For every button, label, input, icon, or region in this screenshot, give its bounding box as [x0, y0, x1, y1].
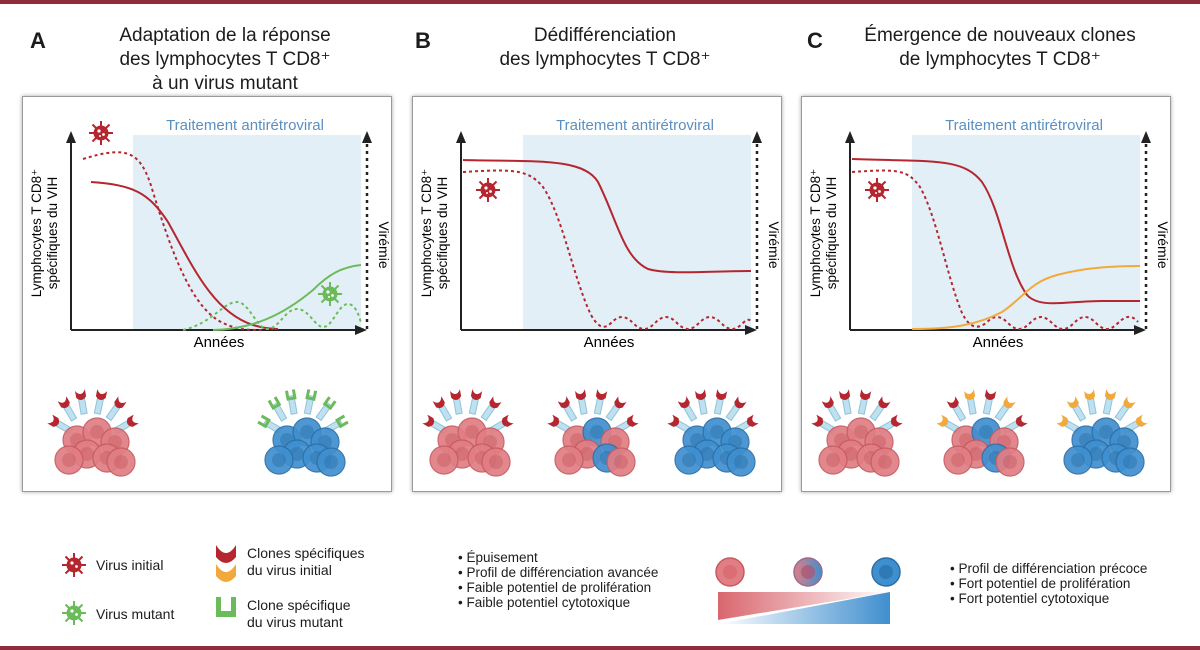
- panel-a: Traitement antirétroviral Lymphocytes T …: [22, 96, 392, 492]
- trait-high-proliferation: Fort potentiel de prolifération: [950, 576, 1147, 591]
- cell-cluster-differentiated: [422, 389, 514, 477]
- panel-a-title: Adaptation de la réponse des lymphocytes…: [70, 24, 380, 96]
- panel-b-diagram: Traitement antirétroviral Lymphocytes T …: [419, 117, 782, 477]
- y-axis-label-line-2: spécifiques du VIH: [45, 177, 60, 290]
- trait-low-cytotoxicity: Faible potentiel cytotoxique: [458, 595, 658, 610]
- viremia-label: Virémie: [1155, 221, 1171, 268]
- legend-virus-mutant-icon: [62, 601, 86, 625]
- panel-b-title-line-1: Dédifférenciation: [533, 25, 677, 46]
- initial-clone-response-curve: [851, 158, 1140, 305]
- y-axis: [456, 131, 466, 330]
- viremia-axis: [362, 131, 372, 329]
- viremia-axis: [752, 131, 762, 329]
- panel-c-title: Émergence de nouveaux clones de lymphocy…: [840, 24, 1160, 72]
- y-axis-label-line-2: spécifiques du VIH: [435, 177, 450, 290]
- viremia-axis: [1141, 131, 1151, 329]
- treatment-label: Traitement antirétroviral: [556, 117, 714, 134]
- legend-differentiated-traits: Épuisement Profil de différenciation ava…: [458, 550, 658, 610]
- cell-cluster-transitioning: [547, 389, 639, 477]
- panel-b-title-line-2: des lymphocytes T CD8⁺: [499, 49, 711, 70]
- treatment-period: [523, 135, 751, 331]
- panel-c-title-line-2: de lymphocytes T CD8⁺: [899, 49, 1101, 70]
- trait-exhaustion: Épuisement: [458, 550, 658, 565]
- trait-low-proliferation: Faible potentiel de prolifération: [458, 580, 658, 595]
- trait-high-cytotoxicity: Fort potentiel cytotoxique: [950, 591, 1147, 606]
- panel-a-title-line-1: Adaptation de la réponse: [119, 25, 331, 46]
- mutant-virus-viremia-curve: [182, 300, 362, 331]
- legend-early-traits: Profil de différenciation précoce Fort p…: [950, 561, 1147, 606]
- viremia-label: Virémie: [376, 221, 392, 268]
- legend-virus-mutant-label: Virus mutant: [96, 606, 175, 622]
- cell-cluster-mutant-clones: [257, 389, 349, 477]
- cell-cluster-initial-clones: [811, 389, 903, 477]
- y-axis-label-line-2: spécifiques du VIH: [824, 177, 839, 290]
- panel-b-title: Dédifférenciation des lymphocytes T CD8⁺: [455, 24, 755, 72]
- legend-cell-red: [715, 557, 745, 587]
- viremia-label: Virémie: [766, 221, 782, 268]
- x-axis: [461, 325, 757, 335]
- y-axis-label-line-1: Lymphocytes T CD8⁺: [808, 169, 823, 297]
- panel-c-letter: C: [807, 28, 823, 53]
- legend-gradient-red-wedge: [718, 592, 890, 620]
- trait-advanced-differentiation: Profil de différenciation avancée: [458, 565, 658, 580]
- treatment-period: [133, 135, 361, 331]
- initial-clone-response-curve: [90, 181, 279, 330]
- treatment-label: Traitement antirétroviral: [166, 117, 324, 134]
- treatment-period: [912, 135, 1140, 331]
- top-border: [0, 0, 1200, 4]
- legend-clones-initial-label: Clones spécifiques du virus initial: [247, 545, 365, 579]
- panel-b: Traitement antirétroviral Lymphocytes T …: [412, 96, 782, 492]
- x-axis-label: Années: [194, 334, 245, 351]
- bottom-border: [0, 646, 1200, 650]
- cell-cluster-new-clones: [1056, 389, 1148, 477]
- virus-initial-icon: [865, 178, 889, 202]
- cell-cluster-dedifferentiated: [667, 389, 759, 477]
- treatment-label: Traitement antirétroviral: [945, 117, 1103, 134]
- legend-clone-mutant-line-2: du virus mutant: [247, 614, 343, 630]
- virus-initial-icon: [476, 178, 500, 202]
- mutant-clone-response-curve: [212, 264, 362, 331]
- panel-a-title-line-3: à un virus mutant: [152, 73, 298, 94]
- legend-gradient-blue-wedge: [718, 592, 890, 624]
- legend-virus-initial-label: Virus initial: [96, 557, 164, 573]
- legend-cell-intermediate: [793, 557, 823, 587]
- x-axis-label: Années: [973, 334, 1024, 351]
- y-axis: [66, 131, 76, 330]
- panel-a-diagram: Traitement antirétroviral Lymphocytes T …: [29, 117, 392, 477]
- panel-a-letter: A: [30, 28, 46, 53]
- trait-early-differentiation: Profil de différenciation précoce: [950, 561, 1147, 576]
- panel-c: Traitement antirétroviral Lymphocytes T …: [801, 96, 1171, 492]
- y-axis-label-line-1: Lymphocytes T CD8⁺: [419, 169, 434, 297]
- legend-virus-initial-icon: [62, 553, 86, 577]
- legend-clones-initial-line-1: Clones spécifiques: [247, 545, 365, 561]
- legend-receptor-red-icon: [216, 545, 236, 563]
- virus-mutant-icon: [318, 282, 342, 306]
- x-axis: [850, 325, 1146, 335]
- cell-cluster-initial-clones: [47, 389, 139, 477]
- viremia-curve: [462, 169, 752, 330]
- legend-cell-blue: [871, 557, 901, 587]
- panel-c-title-line-1: Émergence de nouveaux clones: [864, 25, 1136, 46]
- y-axis-label-line-1: Lymphocytes T CD8⁺: [29, 169, 44, 297]
- legend-receptor-green-icon: [216, 597, 236, 617]
- virus-initial-icon: [89, 121, 113, 145]
- legend-clones-initial-line-2: du virus initial: [247, 562, 332, 578]
- legend-receptor-orange-icon: [216, 564, 236, 582]
- panel-a-title-line-2: des lymphocytes T CD8⁺: [119, 49, 331, 70]
- cd8-response-curve: [462, 159, 752, 274]
- legend-clone-mutant-line-1: Clone spécifique: [247, 597, 351, 613]
- panel-c-diagram: Traitement antirétroviral Lymphocytes T …: [808, 117, 1171, 477]
- y-axis: [845, 131, 855, 330]
- new-clone-response-curve: [911, 265, 1141, 330]
- x-axis-label: Années: [584, 334, 635, 351]
- panel-b-letter: B: [415, 28, 431, 53]
- legend-clone-mutant-label: Clone spécifique du virus mutant: [247, 597, 351, 631]
- viremia-curve: [851, 169, 1139, 330]
- cell-cluster-emerging-clones: [936, 389, 1028, 477]
